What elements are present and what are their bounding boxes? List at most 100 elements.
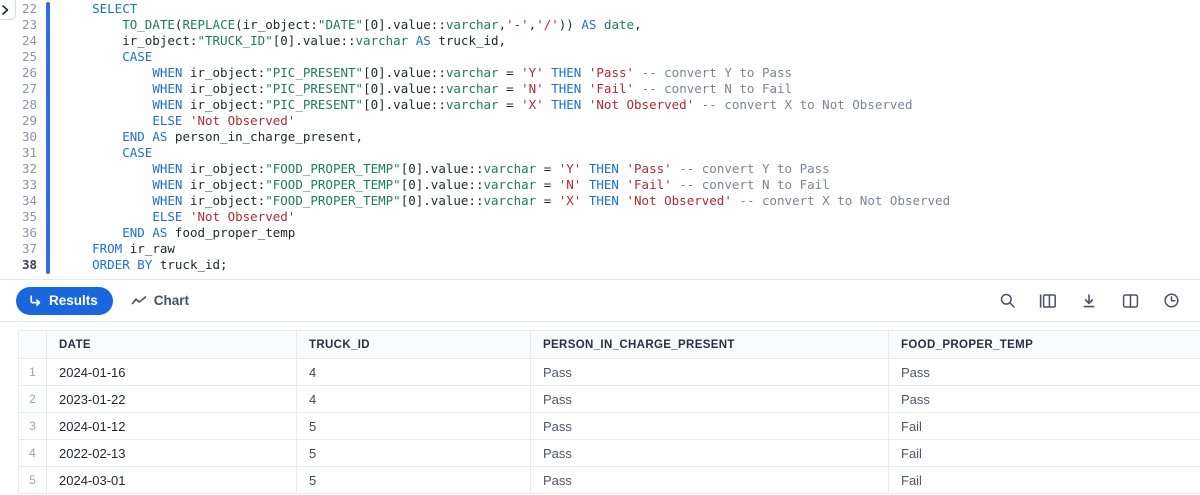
cell-person-in-charge-present[interactable]: Pass [530,385,889,413]
download-icon[interactable] [1078,290,1100,312]
code-token: ELSE [152,209,183,224]
cell-food-proper-temp[interactable]: Fail [888,412,1200,440]
code-token: [0].value:: [363,17,446,32]
row-number: 4 [18,439,47,467]
code-token: "PIC_PRESENT" [265,65,364,80]
code-token [62,129,122,144]
code-line[interactable]: ELSE 'Not Observed' [62,209,1200,225]
code-token: = [536,193,559,208]
results-table: DATE TRUCK_ID PERSON_IN_CHARGE_PRESENT F… [18,330,1200,494]
code-token: THEN [588,177,619,192]
tab-chart[interactable]: Chart [119,287,201,315]
cell-food-proper-temp[interactable]: Fail [888,466,1200,494]
sql-code-text[interactable]: SELECT TO_DATE(REPLACE(ir_object:"DATE"[… [50,1,1200,279]
cell-person-in-charge-present[interactable]: Pass [530,439,889,467]
line-number: 23 [21,17,37,32]
code-token: -- convert X to Not Observed [739,193,951,208]
code-line[interactable]: CASE [62,145,1200,161]
code-token [62,65,152,80]
code-fold-indicator[interactable] [46,2,50,274]
code-token: [0].value:: [400,177,484,192]
code-line[interactable]: WHEN ir_object:"FOOD_PROPER_TEMP"[0].val… [62,177,1200,193]
code-token [62,209,152,224]
code-line[interactable]: END AS person_in_charge_present, [62,129,1200,145]
tab-results[interactable]: Results [16,286,113,315]
code-token: END [122,129,145,144]
code-token [62,177,152,192]
search-icon[interactable] [996,290,1018,312]
cell-person-in-charge-present[interactable]: Pass [530,412,889,440]
line-number: 28 [21,97,37,112]
code-token: AS [152,225,168,240]
line-number: 38 [21,257,37,272]
column-header-person-in-charge-present[interactable]: PERSON_IN_CHARGE_PRESENT [530,330,889,359]
code-token: 'Fail' [588,81,635,96]
column-header-date[interactable]: DATE [46,330,297,359]
cell-food-proper-temp[interactable]: Pass [888,358,1200,386]
column-header-food-proper-temp[interactable]: FOOD_PROPER_TEMP [888,330,1200,359]
code-token: [0].value:: [363,97,446,112]
code-token: "FOOD_PROPER_TEMP" [265,177,401,192]
line-chart-icon [131,294,147,308]
row-number: 3 [18,412,47,440]
cell-food-proper-temp[interactable]: Fail [888,439,1200,467]
line-number: 27 [21,81,37,96]
columns-icon[interactable] [1037,290,1059,312]
code-line[interactable]: TO_DATE(REPLACE(ir_object:"DATE"[0].valu… [62,17,1200,33]
column-header-truck-id[interactable]: TRUCK_ID [296,330,531,359]
code-token: date [603,17,635,32]
table-header: DATE TRUCK_ID PERSON_IN_CHARGE_PRESENT F… [18,330,1200,359]
code-line[interactable]: WHEN ir_object:"FOOD_PROPER_TEMP"[0].val… [62,161,1200,177]
code-line[interactable]: END AS food_proper_temp [62,225,1200,241]
code-line[interactable]: WHEN ir_object:"PIC_PRESENT"[0].value::v… [62,81,1200,97]
row-number: 1 [18,358,47,386]
line-number: 34 [21,193,37,208]
cell-truck-id[interactable]: 4 [296,385,531,413]
cell-food-proper-temp[interactable]: Pass [888,385,1200,413]
code-token [62,1,92,16]
row-number: 2 [18,385,47,413]
cell-truck-id[interactable]: 4 [296,358,531,386]
cell-date[interactable]: 2022-02-13 [46,439,297,467]
code-line[interactable]: ir_object:"TRUCK_ID"[0].value::varchar A… [62,33,1200,49]
result-view-tabs: Results Chart [16,286,201,315]
code-token: [0].value:: [363,65,446,80]
code-token [619,177,627,192]
cell-truck-id[interactable]: 5 [296,412,531,440]
cell-truck-id[interactable]: 5 [296,466,531,494]
code-token: "PIC_PRESENT" [265,81,364,96]
code-line[interactable]: WHEN ir_object:"PIC_PRESENT"[0].value::v… [62,65,1200,81]
code-line[interactable]: SELECT [62,1,1200,17]
code-token: [0].value:: [363,81,446,96]
collapse-panel-tab[interactable] [0,0,16,20]
code-line[interactable]: WHEN ir_object:"FOOD_PROPER_TEMP"[0].val… [62,193,1200,209]
code-token: )) [558,17,582,32]
code-line[interactable]: ORDER BY truck_id; [62,257,1200,273]
code-token [581,81,589,96]
cell-date[interactable]: 2024-01-16 [46,358,297,386]
cell-truck-id[interactable]: 5 [296,439,531,467]
code-token [62,49,122,64]
cell-date[interactable]: 2024-01-12 [46,412,297,440]
code-line[interactable]: FROM ir_raw [62,241,1200,257]
side-panel-icon[interactable] [1119,290,1141,312]
cell-date[interactable]: 2024-03-01 [46,466,297,494]
code-line[interactable]: WHEN ir_object:"PIC_PRESENT"[0].value::v… [62,97,1200,113]
code-token: 'Pass' [588,65,635,80]
cell-person-in-charge-present[interactable]: Pass [530,466,889,494]
cell-person-in-charge-present[interactable]: Pass [530,358,889,386]
code-token: THEN [551,81,582,96]
results-grid[interactable]: DATE TRUCK_ID PERSON_IN_CHARGE_PRESENT F… [0,322,1200,495]
code-line[interactable]: CASE [62,49,1200,65]
history-clock-icon[interactable] [1160,290,1182,312]
code-line[interactable]: ELSE 'Not Observed' [62,113,1200,129]
cell-date[interactable]: 2023-01-22 [46,385,297,413]
